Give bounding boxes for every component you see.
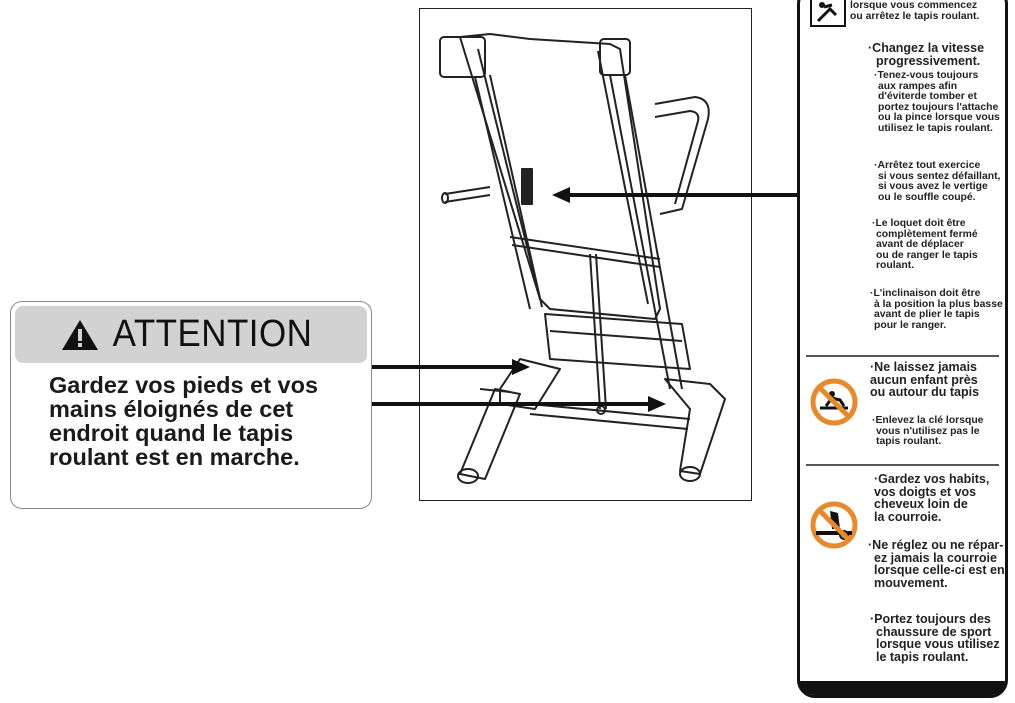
panel-line: ou de ranger le tapis <box>876 249 978 261</box>
panel-line: ·Ne réglez ou ne répar- <box>868 538 1004 552</box>
attention-header: ATTENTION <box>15 306 367 363</box>
arrow-shaft <box>566 193 798 197</box>
panel-line: roulant. <box>876 260 915 272</box>
no-hands-in-belt-icon <box>810 501 858 549</box>
panel-incline-text: ·L'inclinaison doit être à la position l… <box>870 288 1003 331</box>
attention-line: roulant est en marche. <box>49 444 300 470</box>
arrow-head <box>648 396 666 412</box>
panel-divider <box>806 355 999 357</box>
arrow-shaft <box>372 402 648 406</box>
panel-line: tapis roulant. <box>876 436 942 448</box>
panel-line: mouvement. <box>874 575 948 590</box>
panel-shoes-text: ·Portez toujours des chaussure de sport … <box>870 613 1000 663</box>
panel-line: utilisez le tapis roulant. <box>878 122 993 134</box>
panel-line: à la position la plus basse <box>874 298 1003 310</box>
panel-line: lorsque vous utilisez <box>876 637 1000 652</box>
panel-repair-text: ·Ne réglez ou ne répar- ez jamais la cou… <box>868 539 1005 589</box>
panel-line: ou la pince lorsque vous <box>878 112 1000 124</box>
panel-line: ou le souffle coupé. <box>878 191 976 203</box>
panel-line: chaussure de sport <box>876 624 992 639</box>
panel-key-text: ·Enlevez la clé lorsque vous n'utilisez … <box>872 415 984 448</box>
panel-rails-text: ·Tenez-vous toujours aux rampes afin d'é… <box>874 70 1000 135</box>
treadmill-figure-frame <box>419 8 752 501</box>
attention-line: mains éloignés de cet <box>49 396 294 422</box>
panel-latch-text: ·Le loquet doit être complètement fermé … <box>872 218 978 272</box>
panel-speed-text: ·Changez la vitesse progressivement. <box>868 42 984 67</box>
panel-line: cheveux loin de <box>874 497 968 512</box>
attention-label: ATTENTION Gardez vos pieds et vos mains … <box>10 301 372 509</box>
treadmill-illustration <box>439 33 726 484</box>
panel-line: avant de plier le tapis <box>874 309 980 321</box>
attention-title: ATTENTION <box>113 313 313 355</box>
panel-children-text: ·Ne laissez jamais aucun enfant près ou … <box>870 361 979 399</box>
panel-line: aux rampes afin <box>878 80 958 92</box>
panel-clothes-text: ·Gardez vos habits, vos doigts et vos ch… <box>874 473 989 523</box>
panel-line: lorsque celle-ci est en <box>874 563 1005 578</box>
panel-line: ·Gardez vos habits, <box>874 472 990 486</box>
panel-line: lorsque vous commencez <box>850 0 978 11</box>
panel-line: vos doigts et vos <box>874 484 977 499</box>
panel-line: ·Changez la vitesse <box>868 41 985 55</box>
no-children-icon <box>810 378 858 426</box>
panel-line: portez toujours l'attache <box>878 101 999 113</box>
panel-line: ·Arrêtez tout exercice <box>874 160 981 171</box>
panel-line: avant de déplacer <box>876 239 964 251</box>
panel-line: ·Ne laissez jamais <box>870 360 978 374</box>
person-falling-icon <box>810 0 846 27</box>
panel-line: ou autour du tapis <box>870 385 980 400</box>
panel-divider <box>806 464 999 466</box>
warning-panel: lorsque vous commencez ou arrêtez le tap… <box>797 0 1008 698</box>
panel-line: ·Le loquet doit être <box>872 218 966 229</box>
arrow-head <box>512 359 530 375</box>
panel-line: ez jamais la courroie <box>874 550 997 565</box>
panel-line: ou arrêtez le tapis roulant. <box>850 10 980 22</box>
panel-line: aucun enfant près <box>870 372 978 387</box>
panel-line: ·Portez toujours des <box>870 612 991 626</box>
panel-line: si vous avez le vertige <box>878 181 988 193</box>
warning-triangle-icon <box>62 319 99 350</box>
panel-line: vous n'utilisez pas le <box>876 425 980 437</box>
arrow-shaft <box>372 365 512 369</box>
attention-line: endroit quand le tapis <box>49 420 294 446</box>
panel-line: le tapis roulant. <box>876 649 969 664</box>
attention-line: Gardez vos pieds et vos <box>49 372 319 398</box>
panel-line: d'éviterde tomber et <box>878 91 977 103</box>
panel-line: pour le ranger. <box>874 319 947 331</box>
panel-line: progressivement. <box>876 53 981 68</box>
panel-line: si vous sentez défaillant, <box>878 170 1001 182</box>
panel-line: la courroie. <box>874 509 942 524</box>
panel-line: complètement fermé <box>876 228 978 240</box>
panel-line: ·Tenez-vous toujours <box>874 70 979 81</box>
attention-body: Gardez vos pieds et vos mains éloignés d… <box>49 373 371 469</box>
panel-line: ·L'inclinaison doit être <box>870 288 981 299</box>
arrow-head <box>552 187 570 203</box>
panel-line: ·Enlevez la clé lorsque <box>872 415 984 426</box>
panel-start-stop-text: lorsque vous commencez ou arrêtez le tap… <box>850 0 980 22</box>
panel-stop-text: ·Arrêtez tout exercice si vous sentez dé… <box>874 160 1001 203</box>
panel-bottom-band <box>800 681 1005 695</box>
